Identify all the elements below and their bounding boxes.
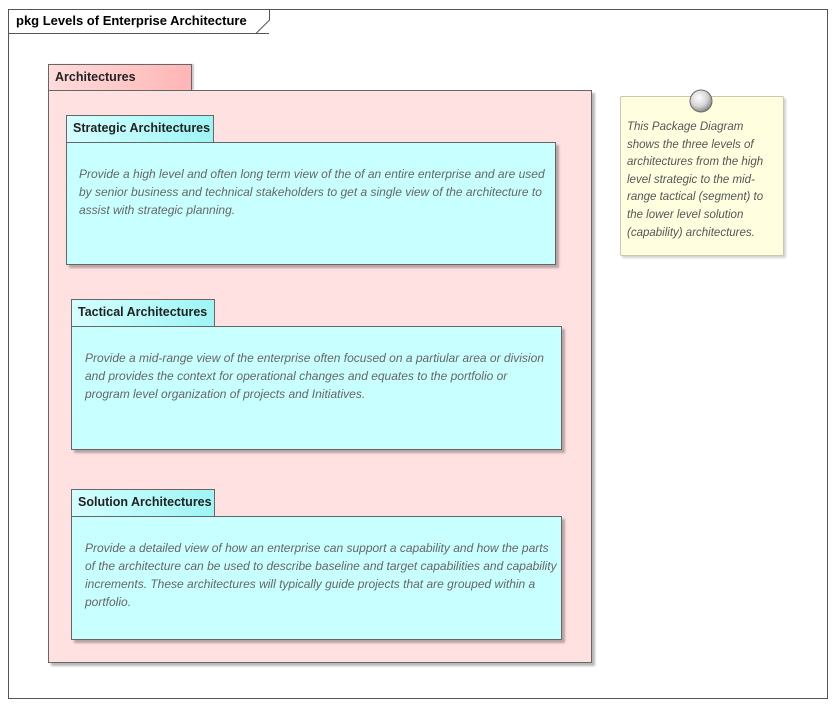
frame-title: pkg Levels of Enterprise Architecture: [9, 10, 270, 34]
solution-architectures-tab[interactable]: Solution Architectures: [71, 489, 215, 516]
frame-title-text: pkg Levels of Enterprise Architecture: [16, 13, 247, 28]
strategic-architectures-body[interactable]: Provide a high level and often long term…: [66, 142, 556, 265]
architectures-package-name: Architectures: [55, 70, 136, 84]
strategic-architectures-description: Provide a high level and often long term…: [79, 167, 545, 217]
tactical-architectures-tab[interactable]: Tactical Architectures: [71, 299, 215, 326]
strategic-architectures-name: Strategic Architectures: [73, 121, 211, 135]
diagram-note-text: This Package Diagram shows the three lev…: [627, 121, 764, 239]
frame-label-corner: [253, 10, 270, 34]
architectures-package-tab[interactable]: Architectures: [48, 64, 192, 90]
solution-architectures-description: Provide a detailed view of how an enterp…: [85, 541, 557, 609]
tactical-architectures-body[interactable]: Provide a mid-range view of the enterpri…: [71, 326, 562, 450]
solution-architectures-name: Solution Architectures: [78, 495, 212, 509]
tactical-architectures-name: Tactical Architectures: [78, 305, 208, 319]
strategic-architectures-tab[interactable]: Strategic Architectures: [66, 115, 214, 142]
diagram-note[interactable]: This Package Diagram shows the three lev…: [620, 96, 784, 256]
note-pin-icon: [689, 89, 713, 113]
tactical-architectures-description: Provide a mid-range view of the enterpri…: [85, 351, 544, 401]
solution-architectures-body[interactable]: Provide a detailed view of how an enterp…: [71, 516, 562, 640]
